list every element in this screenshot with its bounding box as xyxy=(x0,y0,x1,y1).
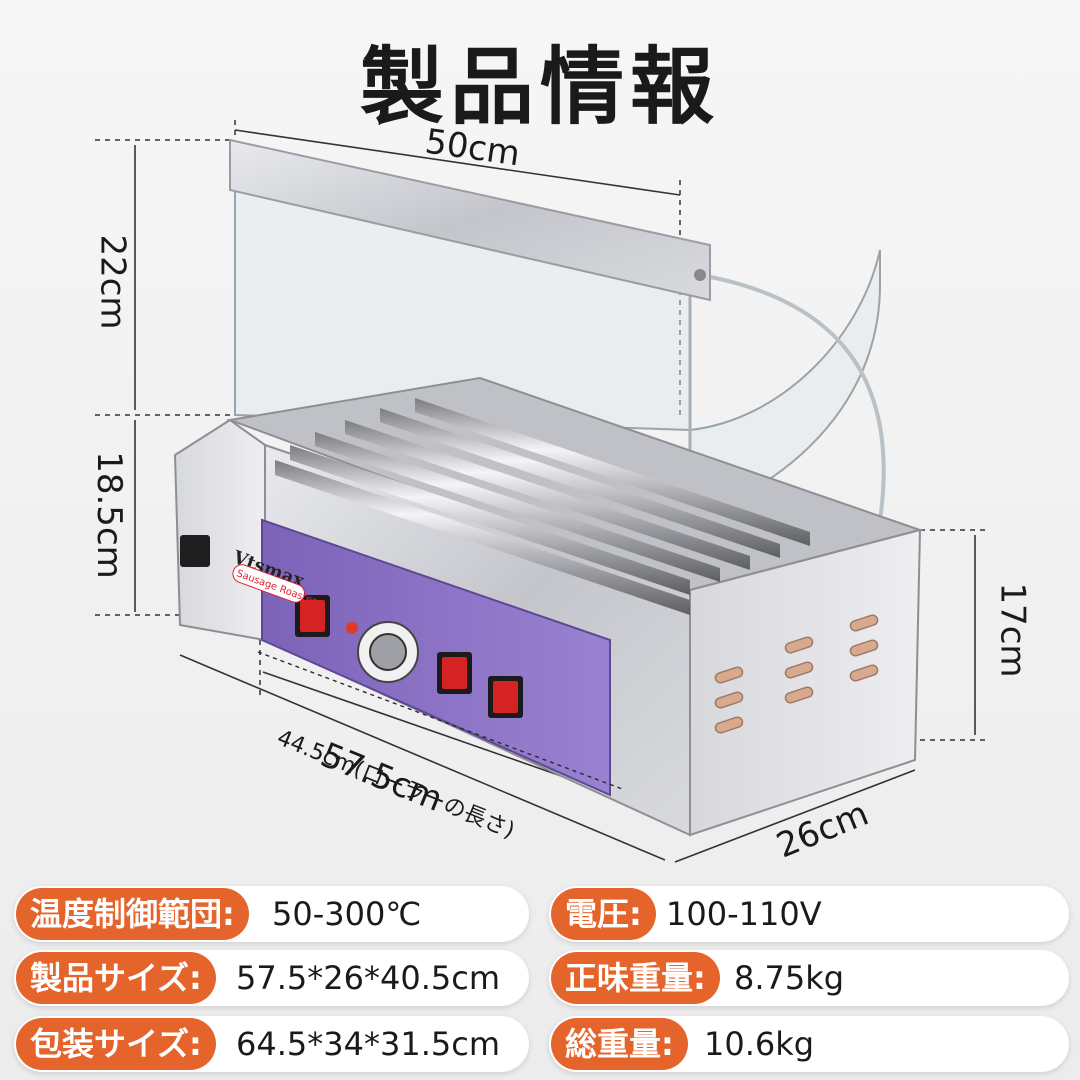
voltage-value: 100-110V xyxy=(666,895,822,933)
spec-row-2: 製品サイズ: 57.5*26*40.5cm 正味重量: 8.75kg xyxy=(14,950,1069,1006)
size-value: 57.5*26*40.5cm xyxy=(236,959,500,997)
package-label: 包装サイズ: xyxy=(16,1018,216,1070)
voltage-label: 電圧: xyxy=(551,888,656,940)
temp-value: 50-300℃ xyxy=(272,895,422,933)
spec-row-3: 包装サイズ: 64.5*34*31.5cm 総重量: 10.6kg xyxy=(14,1016,1069,1072)
size-label: 製品サイズ: xyxy=(16,952,216,1004)
package-value: 64.5*34*31.5cm xyxy=(236,1025,500,1063)
body-height-left-label: 18.5cm xyxy=(88,451,129,579)
glass-cover xyxy=(229,138,886,522)
gross-weight-label: 総重量: xyxy=(551,1018,688,1070)
dimension-guides xyxy=(95,120,990,810)
gross-weight-value: 10.6kg xyxy=(704,1025,815,1063)
cover-height-label: 22cm xyxy=(92,234,133,330)
spec-row-1: 温度制御範団: 50-300℃ 電圧: 100-110V xyxy=(14,886,1069,942)
net-weight-value: 8.75kg xyxy=(734,959,845,997)
side-vents xyxy=(714,614,879,734)
temp-label: 温度制御範団: xyxy=(16,888,249,940)
rollers xyxy=(275,398,810,615)
net-weight-label: 正味重量: xyxy=(551,952,720,1004)
body-height-right-label: 17cm xyxy=(992,582,1033,678)
red-switches xyxy=(295,595,523,718)
hot-dog-roller-illustration: Vtsmax Sausage Roaster xyxy=(95,120,990,863)
roller-base: Vtsmax Sausage Roaster xyxy=(173,376,924,837)
page-title: 製品情報 xyxy=(359,38,720,136)
